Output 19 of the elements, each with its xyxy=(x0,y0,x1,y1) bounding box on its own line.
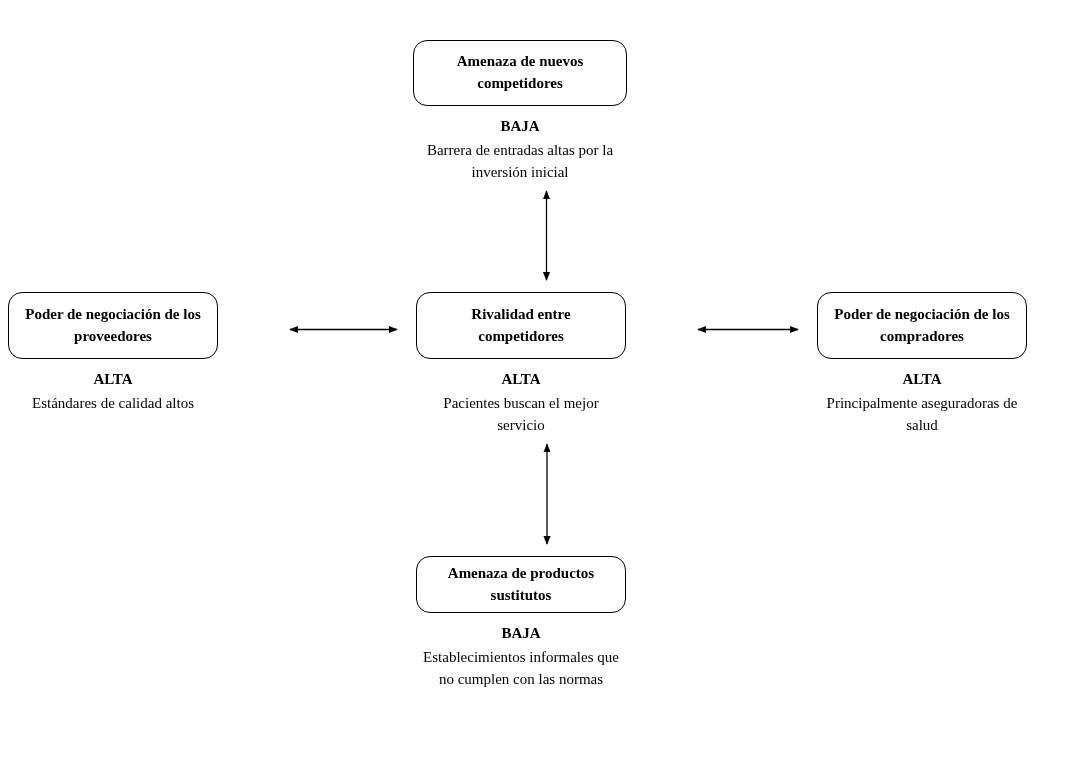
rating-label: ALTA xyxy=(500,370,542,389)
note-text: Pacientes buscan el mejor servicio xyxy=(442,393,600,435)
double-arrow xyxy=(697,325,799,334)
process-box: Rivalidad entre competidores xyxy=(416,292,626,359)
process-box: Amenaza de nuevos competidores xyxy=(413,40,627,106)
rating-label: ALTA xyxy=(92,370,134,389)
rating-label: ALTA xyxy=(901,370,943,389)
process-box: Amenaza de productos sustitutos xyxy=(416,556,626,613)
note-text: Barrera de entradas altas por la inversión inicial xyxy=(425,140,615,182)
note-text: Principalmente aseguradoras de salud xyxy=(825,393,1019,435)
process-box: Poder de negociación de los compradores xyxy=(817,292,1027,359)
note-text: Estándares de calidad altos xyxy=(31,393,195,413)
note-text: Establecimientos informales que no cumplen con las normas xyxy=(422,647,620,689)
rating-label: BAJA xyxy=(499,117,541,136)
double-arrow xyxy=(542,190,551,281)
process-box: Poder de negociación de los proveedores xyxy=(8,292,218,359)
rating-label: BAJA xyxy=(500,624,542,643)
double-arrow xyxy=(543,443,551,545)
double-arrow xyxy=(289,325,398,334)
